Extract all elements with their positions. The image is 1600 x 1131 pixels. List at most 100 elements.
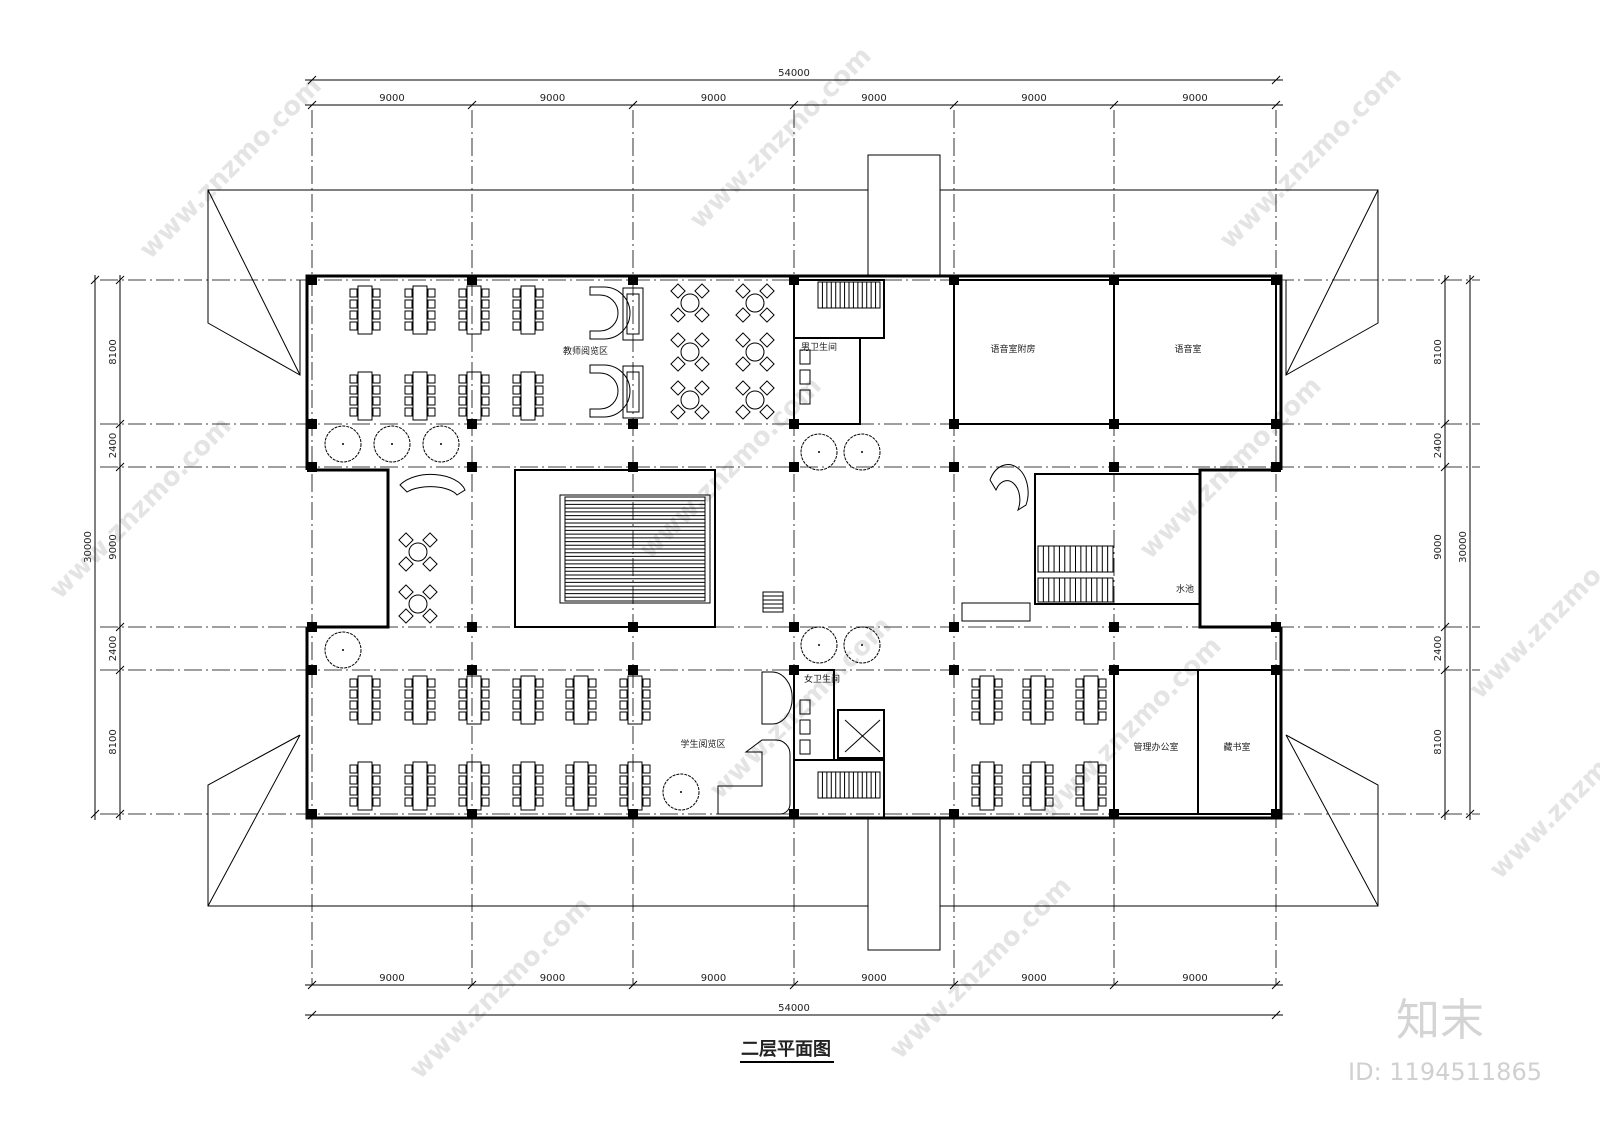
chair bbox=[1022, 764, 1031, 774]
chair bbox=[588, 775, 597, 785]
chair bbox=[458, 396, 467, 406]
chair bbox=[994, 678, 1003, 688]
chair bbox=[349, 678, 358, 688]
chair bbox=[642, 786, 651, 796]
chair bbox=[427, 797, 436, 807]
chair bbox=[458, 299, 467, 309]
coffee-table bbox=[622, 365, 644, 419]
coffee-table bbox=[622, 287, 644, 341]
chair bbox=[1045, 711, 1054, 721]
chair bbox=[512, 321, 521, 331]
table bbox=[520, 761, 536, 811]
chair bbox=[670, 380, 686, 396]
column bbox=[307, 665, 317, 675]
chair bbox=[427, 678, 436, 688]
round-table bbox=[408, 542, 428, 562]
chair bbox=[404, 374, 413, 384]
chair bbox=[512, 310, 521, 320]
chair bbox=[565, 797, 574, 807]
column bbox=[1271, 462, 1281, 472]
table bbox=[520, 675, 536, 725]
chair bbox=[481, 786, 490, 796]
column bbox=[949, 622, 959, 632]
dimension-tick bbox=[789, 980, 799, 990]
chair bbox=[994, 775, 1003, 785]
column bbox=[628, 275, 638, 285]
chair bbox=[1075, 797, 1084, 807]
chair bbox=[994, 764, 1003, 774]
table bbox=[573, 761, 589, 811]
chair bbox=[1045, 689, 1054, 699]
chair bbox=[1075, 678, 1084, 688]
toilet-stall bbox=[799, 719, 811, 735]
chair bbox=[349, 700, 358, 710]
chair bbox=[398, 556, 414, 572]
chair bbox=[512, 288, 521, 298]
chair bbox=[971, 678, 980, 688]
chair bbox=[427, 385, 436, 395]
dimension-label: 9000 bbox=[701, 93, 726, 104]
chair bbox=[427, 288, 436, 298]
dimension-tick bbox=[949, 980, 959, 990]
dimension-tick bbox=[789, 100, 799, 110]
chair bbox=[619, 711, 628, 721]
chair bbox=[481, 299, 490, 309]
planter bbox=[843, 433, 881, 471]
service-desk bbox=[717, 739, 791, 815]
chair bbox=[642, 764, 651, 774]
chair bbox=[427, 689, 436, 699]
dimension-label: 2400 bbox=[108, 636, 119, 661]
chair bbox=[349, 299, 358, 309]
chair bbox=[349, 797, 358, 807]
planter-center bbox=[342, 443, 344, 445]
column bbox=[467, 665, 477, 675]
chair bbox=[1075, 775, 1084, 785]
chair bbox=[372, 764, 381, 774]
chair bbox=[1098, 786, 1107, 796]
chair bbox=[372, 786, 381, 796]
chair bbox=[349, 396, 358, 406]
column bbox=[307, 462, 317, 472]
chair bbox=[372, 299, 381, 309]
chair bbox=[512, 407, 521, 417]
chair bbox=[458, 310, 467, 320]
toilet-stall bbox=[799, 739, 811, 755]
dimension-tick bbox=[628, 980, 638, 990]
dimension-tick bbox=[115, 275, 125, 285]
table bbox=[979, 675, 995, 725]
chair bbox=[458, 374, 467, 384]
chair bbox=[458, 678, 467, 688]
chair bbox=[1075, 700, 1084, 710]
elevator-cross bbox=[844, 719, 881, 753]
chair bbox=[1045, 797, 1054, 807]
column bbox=[628, 665, 638, 675]
drawing-title: 二层平面图 bbox=[741, 1039, 831, 1060]
room-label-teacher-reading: 教师阅览区 bbox=[563, 345, 608, 357]
chair bbox=[458, 385, 467, 395]
dimension-label: 9000 bbox=[379, 973, 404, 984]
chair bbox=[971, 775, 980, 785]
chair bbox=[670, 283, 686, 299]
sofa bbox=[761, 671, 793, 725]
chair bbox=[1045, 764, 1054, 774]
chair bbox=[481, 385, 490, 395]
chair bbox=[619, 786, 628, 796]
chair bbox=[565, 711, 574, 721]
dimension-tick bbox=[467, 100, 477, 110]
column bbox=[789, 275, 799, 285]
watermark-site-text: www.znzmo.com bbox=[1484, 691, 1600, 885]
dimension-label-overall: 30000 bbox=[1458, 531, 1469, 563]
room-labels: 教师阅览区 男卫生间 语音室附房 语音室 女卫生间 学生阅览区 水池 管理办公室… bbox=[563, 341, 1251, 753]
planter bbox=[800, 433, 838, 471]
chair bbox=[619, 678, 628, 688]
chair bbox=[619, 700, 628, 710]
column bbox=[1271, 809, 1281, 819]
column bbox=[467, 809, 477, 819]
chair bbox=[404, 396, 413, 406]
chair bbox=[512, 385, 521, 395]
table bbox=[1083, 761, 1099, 811]
chair bbox=[535, 407, 544, 417]
chair bbox=[481, 775, 490, 785]
column bbox=[1109, 462, 1119, 472]
